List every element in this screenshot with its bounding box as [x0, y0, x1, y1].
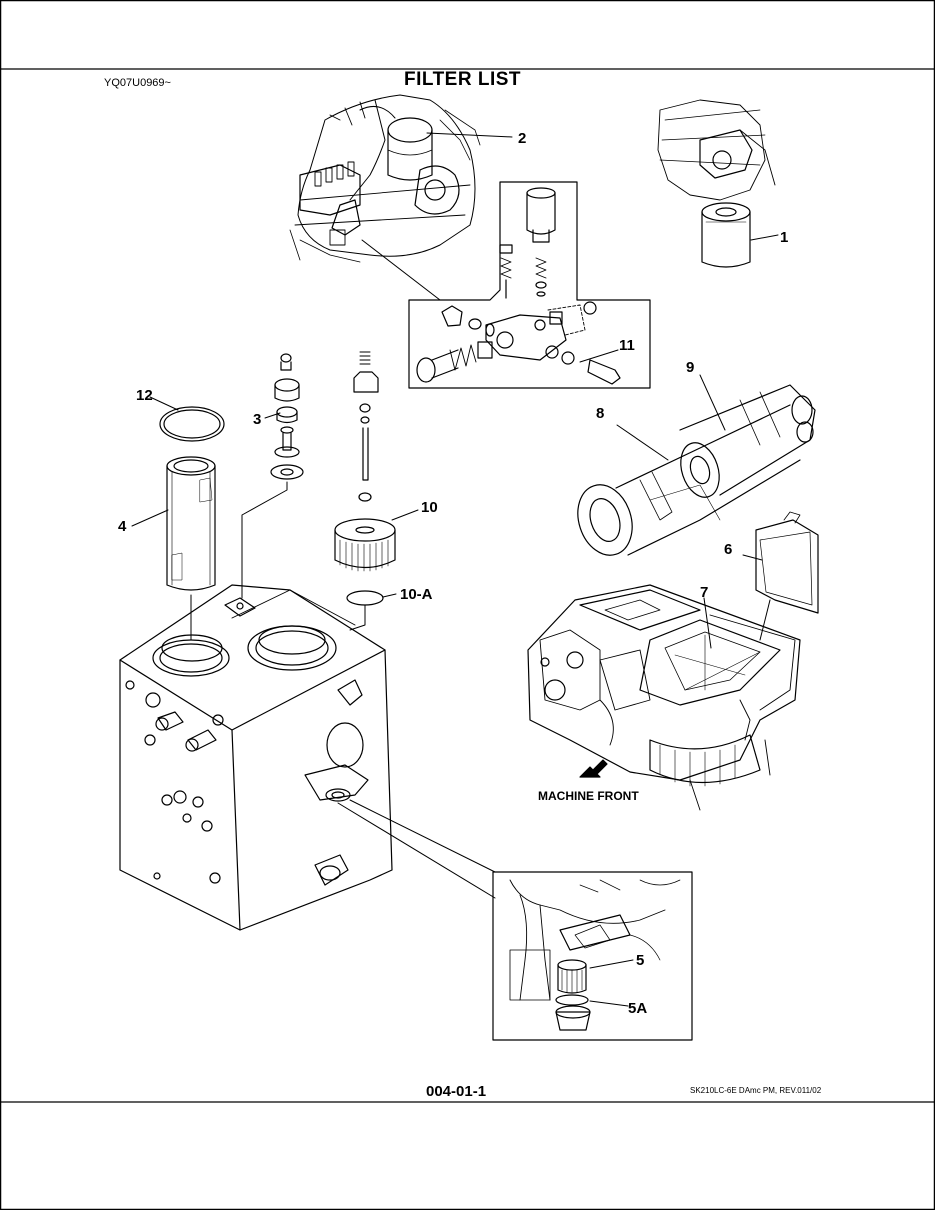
- machine-front-label: MACHINE FRONT: [538, 789, 639, 803]
- suction-strainer-illustration: [166, 456, 216, 641]
- engine-fuel-filter-illustration: [289, 94, 481, 263]
- o-ring-12: [159, 406, 225, 442]
- callout-12: 12: [136, 387, 153, 404]
- page-title: FILTER LIST: [404, 69, 522, 90]
- callout-8: 8: [596, 405, 604, 422]
- air-cleaner-illustration: [577, 384, 816, 556]
- callout-11: 11: [619, 337, 635, 354]
- drain-filter-detail-box: [492, 871, 693, 1041]
- fuel-filter-detail-box: [361, 181, 651, 389]
- drawing-code: YQ07U0969~: [104, 77, 171, 89]
- air-conditioner-illustration: [527, 511, 819, 811]
- callout-4: 4: [118, 518, 127, 535]
- hydraulic-tank-illustration: [119, 584, 393, 931]
- callout-5: 5: [636, 952, 644, 969]
- return-filter-parts: [334, 351, 396, 606]
- callout-5a: 5A: [628, 1000, 647, 1017]
- callout-9: 9: [686, 359, 694, 376]
- engine-oil-filter-illustration: [657, 99, 776, 268]
- callout-1: 1: [780, 229, 788, 246]
- callout-7: 7: [700, 584, 708, 601]
- callout-10a: 10-A: [400, 586, 433, 603]
- callout-6: 6: [724, 541, 732, 558]
- callout-10: 10: [421, 499, 438, 516]
- page-number: 004-01-1: [426, 1083, 487, 1100]
- callout-2: 2: [518, 130, 526, 147]
- revision-note: SK210LC-6E DAmc PM, REV.011/02: [690, 1086, 822, 1095]
- callout-3: 3: [253, 411, 261, 428]
- pilot-filter-parts: [270, 353, 304, 480]
